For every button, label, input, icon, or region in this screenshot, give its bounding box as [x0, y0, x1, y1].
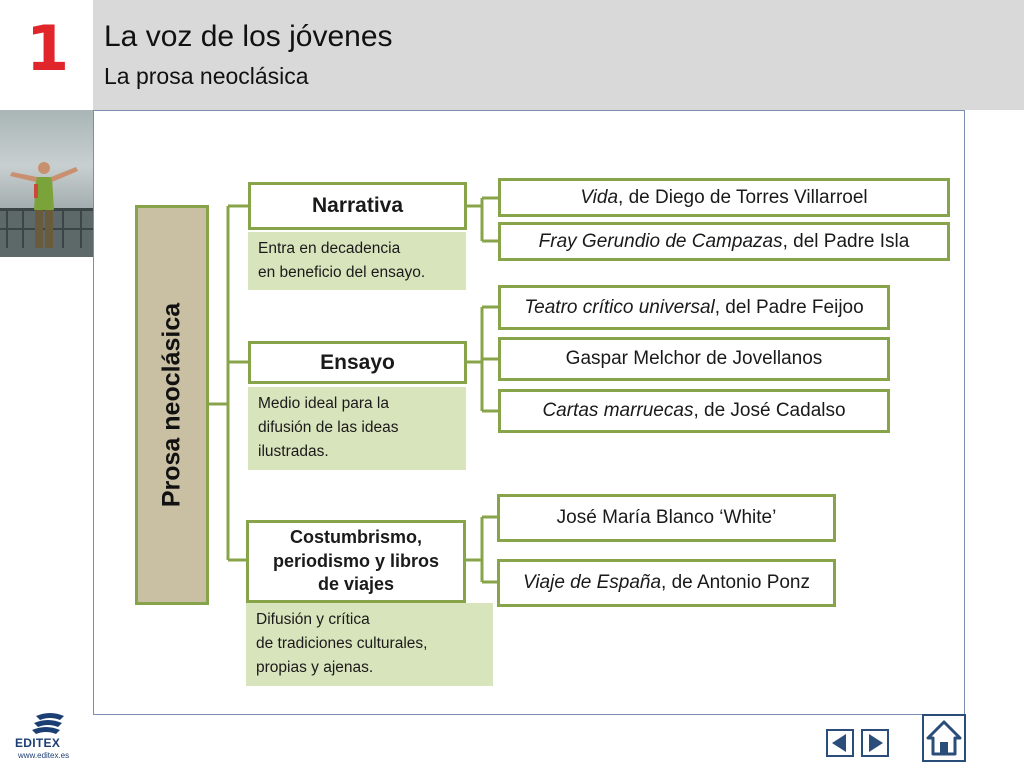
ensayo-note-line: difusión de las ideas: [258, 419, 399, 436]
ensayo-box: Ensayo: [248, 341, 467, 384]
narrativa-box: Narrativa: [248, 182, 467, 230]
logo-text: EDITEX: [15, 736, 61, 750]
work-title: Fray Gerundio de Campazas: [538, 230, 783, 252]
work-author: Gaspar Melchor de Jovellanos: [565, 348, 823, 369]
work-title: Teatro crítico universal: [524, 296, 715, 318]
work-author: José María Blanco ‘White’: [556, 507, 777, 528]
ensayo-note-line: Medio ideal para la: [258, 395, 389, 412]
costumbrismo-item-ponz: Viaje de España, de Antonio Ponz: [497, 559, 836, 607]
work-author: , del Padre Isla: [782, 230, 910, 252]
work-author: , de Antonio Ponz: [661, 572, 810, 593]
ensayo-note: Medio ideal para la difusión de las idea…: [248, 387, 466, 470]
costumbrismo-note: Difusión y crítica de tradiciones cultur…: [246, 603, 493, 686]
logo-url: www.editex.es: [18, 751, 70, 760]
work-author: , de Diego de Torres Villarroel: [618, 186, 868, 208]
root-label: Prosa neoclásica: [157, 302, 186, 508]
ensayo-note-line: ilustradas.: [258, 443, 329, 460]
next-button[interactable]: [861, 729, 889, 757]
ensayo-item-cadalso: Cartas marruecas, de José Cadalso: [498, 389, 890, 433]
work-title: Viaje de España: [523, 572, 662, 593]
ensayo-item-feijoo: Teatro crítico universal, del Padre Feij…: [498, 285, 890, 330]
home-button[interactable]: [922, 714, 966, 762]
costumbrismo-item-blanco: José María Blanco ‘White’: [497, 494, 836, 542]
narrativa-item-isla: Fray Gerundio de Campazas, del Padre Isl…: [498, 222, 950, 261]
costumbrismo-note-line: propias y ajenas.: [256, 659, 374, 676]
home-icon: [926, 720, 962, 756]
costumbrismo-label-line: de viajes: [317, 574, 395, 595]
arrow-right-icon: [869, 734, 883, 752]
slide-number: 1: [26, 12, 70, 85]
work-author: , del Padre Feijoo: [714, 296, 864, 318]
costumbrismo-label-line: periodismo y libros: [272, 550, 440, 571]
arrow-left-icon: [832, 734, 846, 752]
work-author: , de José Cadalso: [693, 400, 846, 421]
page-subtitle: La prosa neoclásica: [104, 63, 309, 89]
costumbrismo-label-line: Costumbrismo,: [289, 527, 422, 548]
narrativa-note-line: Entra en decadencia: [258, 240, 401, 257]
root-box: [135, 205, 209, 605]
costumbrismo-note-line: Difusión y crítica: [256, 611, 370, 628]
narrativa-note: Entra en decadencia en beneficio del ens…: [248, 232, 466, 290]
ensayo-item-jovellanos: Gaspar Melchor de Jovellanos: [498, 337, 890, 381]
narrativa-item-torres: Vida, de Diego de Torres Villarroel: [498, 178, 950, 217]
work-title: Vida: [580, 186, 619, 208]
costumbrismo-note-line: de tradiciones culturales,: [256, 635, 428, 652]
header-photo: [0, 110, 93, 257]
header-bar: [93, 0, 1024, 110]
page-title: La voz de los jóvenes: [104, 20, 393, 53]
ensayo-label: Ensayo: [320, 350, 395, 374]
costumbrismo-box: Costumbrismo, periodismo y libros de via…: [246, 520, 466, 603]
editex-logo-icon: [32, 713, 64, 734]
previous-button[interactable]: [826, 729, 854, 757]
narrativa-note-line: en beneficio del ensayo.: [258, 264, 426, 281]
narrativa-label: Narrativa: [311, 194, 404, 217]
work-title: Cartas marruecas: [542, 400, 694, 421]
